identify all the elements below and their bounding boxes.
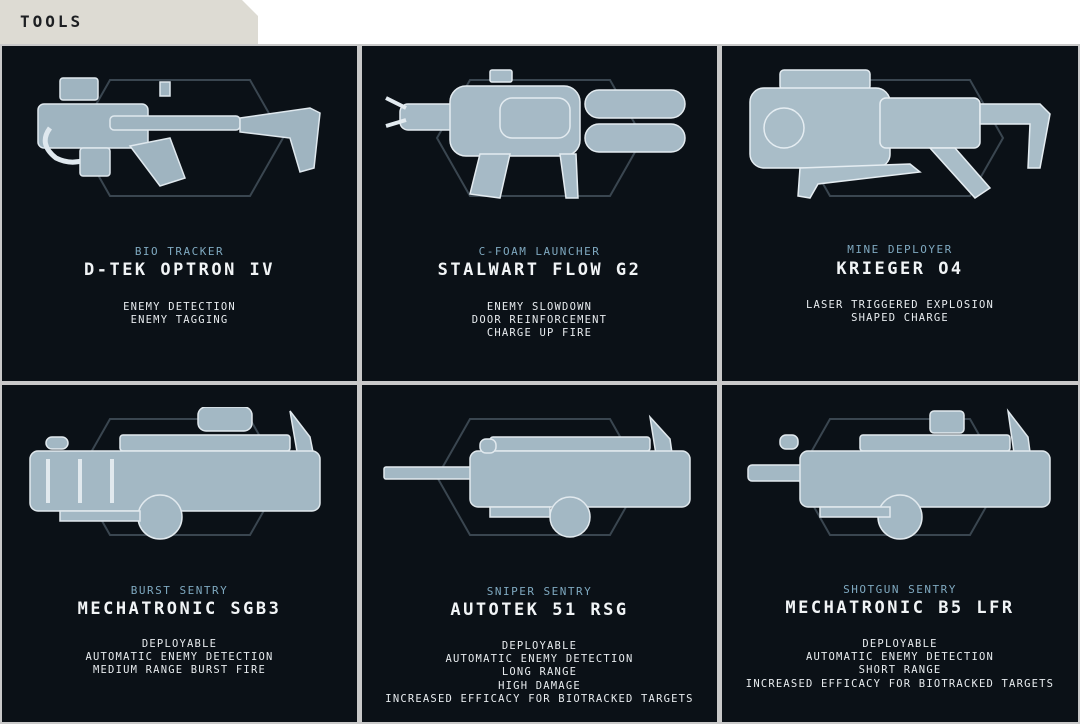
sniper-sentry-icon [382, 414, 691, 538]
tools-grid: BIO TRACKER D-TEK OPTRON IV ENEMY DETECT… [0, 44, 1080, 724]
tool-category: C-FOAM LAUNCHER [478, 245, 601, 258]
tool-features: DEPLOYABLE AUTOMATIC ENEMY DETECTION MED… [2, 638, 357, 678]
tool-card-shotgun-sentry[interactable]: SHOTGUN SENTRY MECHATRONIC B5 LFR DEPLOY… [722, 385, 1078, 722]
hexagon-frame-icon [435, 79, 644, 197]
tool-name: MECHATRONIC SGB3 [77, 599, 282, 619]
tool-card-foam-launcher[interactable]: C-FOAM LAUNCHER STALWART FLOW G2 ENEMY S… [362, 46, 717, 381]
foam-launcher-icon [384, 69, 686, 199]
tool-name: KRIEGER O4 [836, 259, 964, 279]
tool-feature: LONG RANGE [501, 666, 578, 679]
bio-tracker-icon [36, 77, 321, 187]
tool-feature: AUTOMATIC ENEMY DETECTION [85, 651, 274, 664]
tool-feature: INCREASED EFFICACY FOR BIOTRACKED TARGET… [385, 692, 694, 705]
tool-features: DEPLOYABLE AUTOMATIC ENEMY DETECTION SHO… [722, 638, 1078, 691]
tool-feature: ENEMY DETECTION [123, 301, 236, 313]
tool-features: ENEMY SLOWDOWN DOOR REINFORCEMENT CHARGE… [362, 301, 717, 341]
tool-feature: CHARGE UP FIRE [486, 327, 593, 340]
tool-feature: ENEMY TAGGING [130, 314, 229, 327]
tool-category: SHOTGUN SENTRY [843, 583, 957, 596]
tool-feature: DEPLOYABLE [862, 638, 938, 650]
tool-name: STALWART FLOW G2 [437, 260, 642, 280]
tool-features: LASER TRIGGERED EXPLOSION SHAPED CHARGE [722, 299, 1078, 325]
tool-feature: DOOR REINFORCEMENT [471, 314, 608, 327]
tool-feature: DEPLOYABLE [141, 638, 218, 650]
tool-card-burst-sentry[interactable]: BURST SENTRY MECHATRONIC SGB3 DEPLOYABLE… [2, 385, 357, 722]
tool-category: SNIPER SENTRY [486, 585, 593, 598]
tool-feature: INCREASED EFFICACY FOR BIOTRACKED TARGET… [745, 677, 1055, 690]
tool-name: D-TEK OPTRON IV [83, 260, 276, 280]
tool-features: ENEMY DETECTION ENEMY TAGGING [2, 301, 357, 327]
burst-sentry-icon [28, 407, 321, 540]
tool-name: AUTOTEK 51 RSG [450, 600, 629, 620]
tool-category: BIO TRACKER [134, 245, 225, 258]
tool-card-bio-tracker[interactable]: BIO TRACKER D-TEK OPTRON IV ENEMY DETECT… [2, 46, 357, 381]
tool-category: MINE DEPLOYER [847, 243, 953, 256]
tool-category: BURST SENTRY [130, 584, 229, 597]
tool-feature: DEPLOYABLE [501, 640, 578, 652]
tool-feature: ENEMY SLOWDOWN [486, 301, 593, 313]
tool-features: DEPLOYABLE AUTOMATIC ENEMY DETECTION LON… [362, 640, 717, 706]
tool-feature: MEDIUM RANGE BURST FIRE [93, 664, 266, 677]
tool-feature: SHAPED CHARGE [851, 312, 949, 325]
tool-name: MECHATRONIC B5 LFR [785, 598, 1015, 618]
tool-feature: SHORT RANGE [858, 664, 942, 677]
mine-deployer-icon [749, 69, 1051, 199]
tool-card-mine-deployer[interactable]: MINE DEPLOYER KRIEGER O4 LASER TRIGGERED… [722, 46, 1078, 381]
tools-tab-label: TOOLS [20, 12, 84, 31]
tool-feature: AUTOMATIC ENEMY DETECTION [445, 653, 634, 666]
tool-card-sniper-sentry[interactable]: SNIPER SENTRY AUTOTEK 51 RSG DEPLOYABLE … [362, 385, 717, 722]
tool-feature: AUTOMATIC ENEMY DETECTION [805, 651, 995, 664]
tools-tab[interactable]: TOOLS [0, 0, 258, 44]
tool-feature: LASER TRIGGERED EXPLOSION [805, 299, 995, 311]
tool-feature: HIGH DAMAGE [498, 679, 581, 692]
shotgun-sentry-icon [747, 408, 1051, 540]
